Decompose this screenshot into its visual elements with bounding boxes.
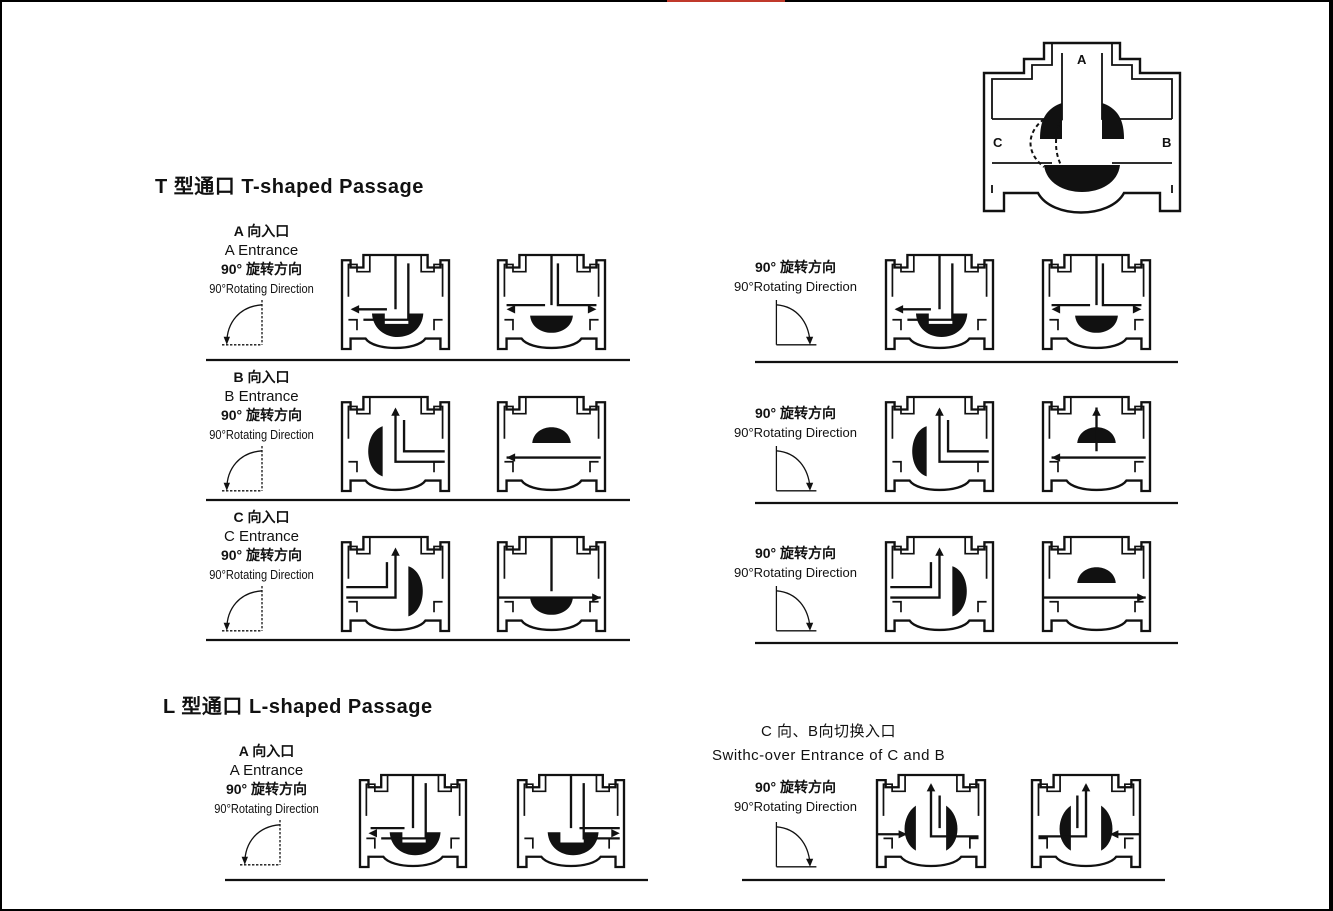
reference-label-c: C [993,135,1003,150]
valve-l-left-1 [516,773,626,869]
rotation-icon-l-left [240,820,281,866]
valve-t-row1-3 [1041,395,1152,493]
row-label-right-1: 90° 旋转方向 90°Rotating Direction [734,404,857,442]
reference-valve-diagram [982,41,1182,214]
label-line: 90° 旋转方向 [220,261,303,277]
valve-t-row1-1 [496,395,607,493]
label-line: A 向入口 [233,223,290,239]
row-label-right-2: 90° 旋转方向 90°Rotating Direction [734,544,857,582]
row-label-right-0: 90° 旋转方向 90°Rotating Direction [734,258,857,296]
switch-over-label: C 向、B向切换入口 Swithc-over Entrance of C and … [712,720,945,768]
label-line: 90° 旋转方向 [225,781,308,797]
valve-l-right-1 [1030,773,1142,869]
label-line: 90°Rotating Direction [734,799,857,814]
label-line: 90° 旋转方向 [754,259,837,275]
divider-left-0 [206,358,630,362]
label-line: 90°Rotating Direction [209,427,314,442]
label-line: C 向、B向切换入口 [761,723,897,740]
divider-l-left [225,878,648,882]
valve-t-row2-3 [1041,535,1152,633]
valve-t-row2-2 [884,535,995,633]
label-line: 90°Rotating Direction [209,567,314,582]
valve-t-row0-1 [496,253,607,351]
label-line: B Entrance [224,388,299,405]
rotation-icon-right-1 [775,446,817,492]
rotation-icon-l-right [775,822,817,868]
divider-right-2 [755,641,1178,645]
divider-right-0 [755,360,1178,364]
rotation-icon-right-2 [775,586,817,632]
row-label-left-1: B 向入口 B Entrance 90° 旋转方向 90°Rotating Direc… [200,368,323,444]
label-line: C Entrance [223,528,300,545]
label-line: Swithc-over Entrance of C and B [712,747,946,764]
rotation-icon-left-1 [222,446,263,492]
valve-t-row1-0 [340,395,451,493]
valve-t-row2-1 [496,535,607,633]
rotation-icon-right-0 [775,300,817,346]
valve-t-row0-2 [884,253,995,351]
label-line: C 向入口 [233,509,290,525]
rotation-icon-left-0 [222,300,263,346]
valve-t-row0-3 [1041,253,1152,351]
label-line: 90°Rotating Direction [734,279,857,294]
label-line: 90°Rotating Direction [209,281,314,296]
label-line: 90° 旋转方向 [220,407,303,423]
l-label-right: 90° 旋转方向 90°Rotating Direction [734,778,857,816]
label-line: 90°Rotating Direction [734,425,857,440]
red-mark [667,0,785,2]
valve-t-row1-2 [884,395,995,493]
valve-t-row0-0 [340,253,451,351]
label-line: B 向入口 [233,369,290,385]
section-title-l-shaped: L 型通口 L-shaped Passage [163,696,433,718]
valve-l-left-0 [358,773,468,869]
l-label-left: A 向入口 A Entrance 90° 旋转方向 90°Rotating Direc… [205,742,328,818]
label-line: A Entrance [224,242,299,259]
label-line: 90°Rotating Direction [734,565,857,580]
divider-left-2 [206,638,630,642]
label-line: A 向入口 [238,743,295,759]
divider-left-1 [206,498,630,502]
reference-label-a: A [1077,52,1087,67]
label-line: 90°Rotating Direction [214,801,319,816]
valve-l-right-0 [875,773,987,869]
reference-label-b: B [1162,135,1172,150]
divider-right-1 [755,501,1178,505]
section-title-t-shaped: T 型通口 T-shaped Passage [155,176,424,198]
label-line: A Entrance [229,762,304,779]
row-label-left-0: A 向入口 A Entrance 90° 旋转方向 90°Rotating Direc… [200,222,323,298]
label-line: 90° 旋转方向 [754,545,837,561]
row-label-left-2: C 向入口 C Entrance 90° 旋转方向 90°Rotating Direc… [200,508,323,584]
label-line: 90° 旋转方向 [754,779,837,795]
divider-l-right [742,878,1165,882]
valve-t-row2-0 [340,535,451,633]
label-line: 90° 旋转方向 [220,547,303,563]
rotation-icon-left-2 [222,586,263,632]
label-line: 90° 旋转方向 [754,405,837,421]
